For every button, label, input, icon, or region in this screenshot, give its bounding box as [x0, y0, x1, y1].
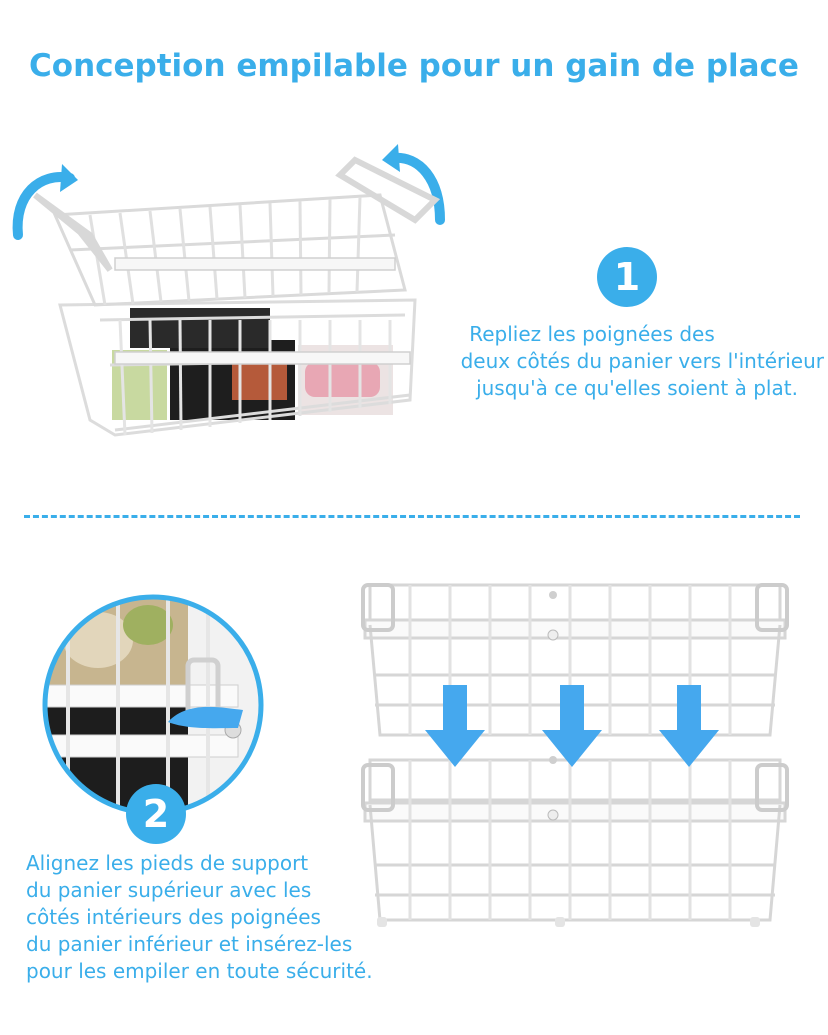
- rotate-arrow-left-head: [60, 164, 78, 192]
- step-1-line: Repliez les poignées des: [469, 322, 715, 346]
- down-arrow-icon: [542, 685, 602, 767]
- step-2-line: Alignez les pieds de support: [26, 851, 309, 875]
- step-1-description: Repliez les poignées des deux côtés du p…: [420, 321, 824, 402]
- rotate-arrow-right-head: [382, 144, 400, 172]
- zoom-detail-illustration: [42, 594, 264, 816]
- step-1-badge: 1: [597, 247, 657, 307]
- page-title: Conception empilable pour un gain de pla…: [29, 48, 799, 84]
- step-1-line: deux côtés du panier vers l'intérieur: [460, 349, 824, 373]
- rotate-arrow-left-icon: [12, 172, 75, 240]
- down-arrow-icon: [659, 685, 719, 767]
- stacking-baskets-illustration: [361, 583, 789, 927]
- stacked-baskets-illustration: [12, 144, 445, 437]
- step-2-line: pour les empiler en toute sécurité.: [26, 959, 373, 983]
- step-2-badge: 2: [126, 784, 186, 844]
- step-1-line: jusqu'à ce qu'elles soient à plat.: [476, 376, 798, 400]
- step-2-line: du panier supérieur avec les: [26, 878, 312, 902]
- rotate-arrow-right-icon: [387, 152, 445, 225]
- section-divider: [24, 515, 800, 518]
- step-2-description: Alignez les pieds de support du panier s…: [26, 850, 406, 985]
- down-arrow-icon: [425, 685, 485, 767]
- step-2-line: côtés intérieurs des poignées: [26, 905, 321, 929]
- step-2-line: du panier inférieur et insérez-les: [26, 932, 353, 956]
